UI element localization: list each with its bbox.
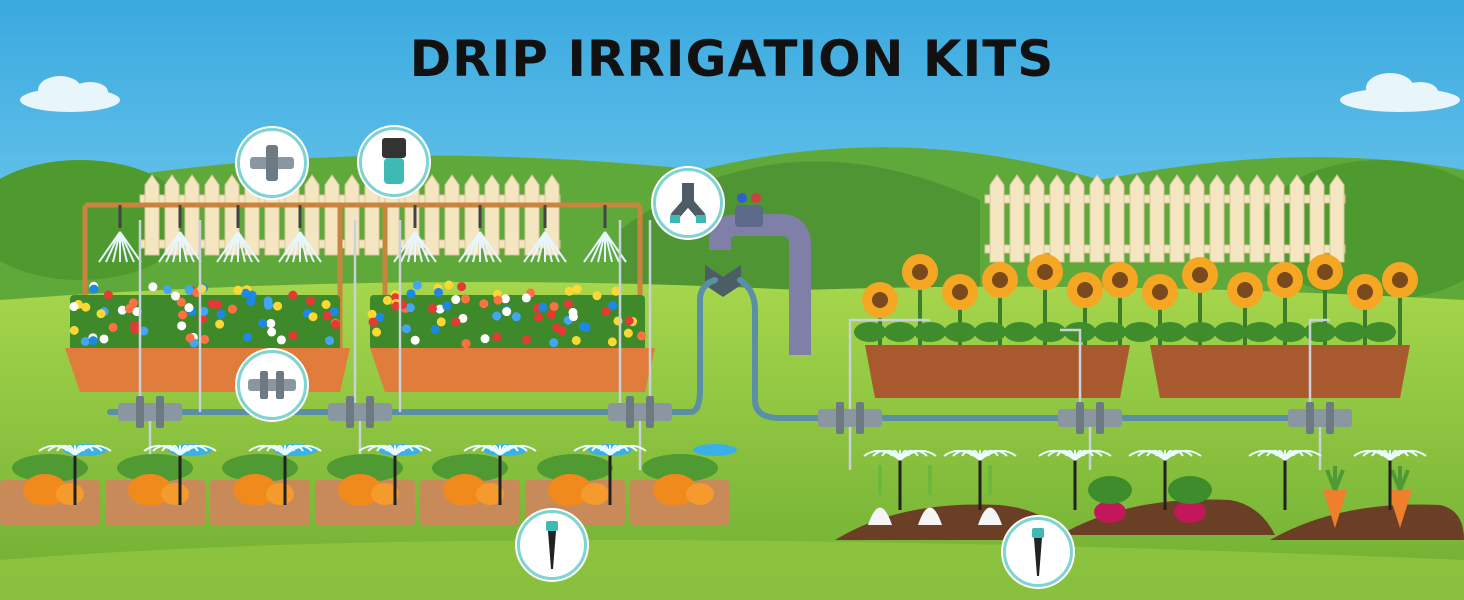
planter-box-right-a <box>865 345 1130 398</box>
y-splitter-icon <box>670 183 706 223</box>
planter-box-left-a <box>65 348 350 392</box>
flowers <box>69 280 647 349</box>
sunflowers <box>854 254 1418 345</box>
soil-bed-beets <box>1060 499 1275 535</box>
cross-connectors <box>118 396 1352 434</box>
cross-connector-icon <box>248 371 296 399</box>
soil-bed-carrots <box>1270 504 1464 540</box>
callout-tee-connector <box>237 128 307 198</box>
ground-sprinklers <box>38 444 1427 510</box>
callout-drip-stake-right <box>1003 517 1073 587</box>
hose-adapter-icon <box>382 138 406 184</box>
planter-box-left-b <box>370 348 655 392</box>
lawn-front <box>0 540 1464 600</box>
cloud-right <box>1340 73 1460 112</box>
callout-hose-adapter <box>359 127 429 197</box>
faucet-pipe <box>705 193 811 355</box>
tee-connector-icon <box>250 145 294 181</box>
pumpkin-beds <box>0 444 737 525</box>
drip-stake-icon <box>546 521 558 569</box>
overhead-misters <box>98 205 627 263</box>
cloud-left <box>20 76 120 112</box>
page-title: DRIP IRRIGATION KITS <box>409 30 1055 88</box>
callout-cross-connector <box>237 350 307 420</box>
vegetables <box>868 465 1412 528</box>
bush-left <box>0 160 190 280</box>
fence-right <box>984 174 1346 263</box>
planter-box-right-b <box>1150 345 1410 398</box>
drip-stake-icon <box>1032 528 1044 576</box>
callout-drip-stake-left <box>517 510 587 580</box>
hose-network <box>107 277 1343 421</box>
soil-bed-onions <box>835 504 1065 540</box>
callout-y-splitter <box>653 168 723 238</box>
